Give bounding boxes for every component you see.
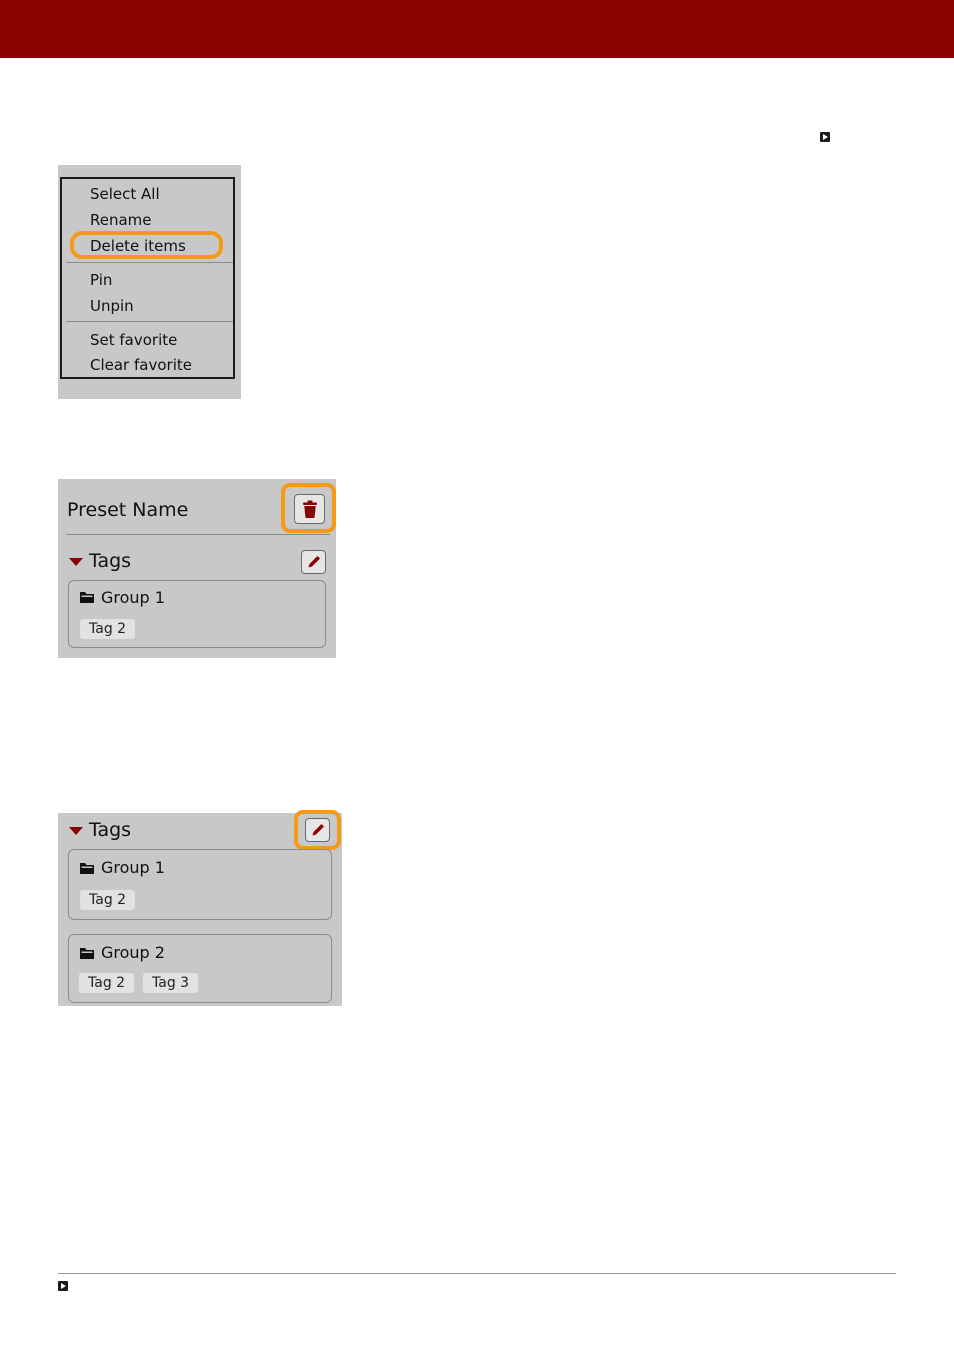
divider [66, 534, 330, 535]
menu-item-select-all[interactable]: Select All [90, 185, 160, 203]
menu-separator [66, 321, 233, 322]
preset-details-panel: Preset Name Tags Group 1 Tag 2 [58, 479, 336, 658]
menu-item-pin[interactable]: Pin [90, 271, 113, 289]
edit-tags-button[interactable] [305, 818, 330, 842]
tag-chip[interactable]: Tag 2 [80, 890, 136, 910]
tag-chip[interactable]: Tag 2 [80, 619, 136, 639]
group-name: Group 2 [101, 943, 165, 962]
edit-tags-button[interactable] [301, 550, 326, 574]
footer-rule [58, 1273, 896, 1274]
menu-item-set-favorite[interactable]: Set favorite [90, 331, 178, 349]
highlight-ring [294, 810, 341, 850]
menu-item-delete-items[interactable]: Delete items [90, 237, 186, 255]
collapse-triangle-icon[interactable] [69, 558, 83, 566]
tag-chip[interactable]: Tag 2 [79, 973, 135, 993]
delete-preset-button[interactable] [294, 494, 325, 524]
group-name: Group 1 [101, 588, 165, 607]
tags-section-title: Tags [89, 819, 132, 841]
menu-item-clear-favorite[interactable]: Clear favorite [90, 356, 192, 374]
tag-chip[interactable]: Tag 3 [143, 973, 199, 993]
pencil-icon [312, 824, 324, 836]
tag-group: Group 2 Tag 2 Tag 3 [68, 934, 332, 1003]
tag-group: Group 1 Tag 2 [68, 580, 326, 648]
page-nav-icon[interactable] [820, 132, 830, 142]
folder-icon [80, 592, 94, 603]
footer-nav-icon[interactable] [58, 1281, 68, 1291]
preset-name: Preset Name [67, 499, 189, 521]
highlight-ring [70, 231, 223, 259]
menu-separator [66, 262, 233, 263]
pencil-icon [308, 556, 320, 568]
menu-item-rename[interactable]: Rename [90, 211, 152, 229]
highlight-ring [281, 483, 336, 533]
tag-group: Group 1 Tag 2 [68, 849, 332, 920]
context-menu-screenshot: Select All Rename Delete items Pin Unpin… [58, 165, 241, 399]
header-bar [0, 0, 954, 58]
tags-section-title: Tags [89, 550, 132, 572]
folder-icon [80, 948, 94, 959]
group-name: Group 1 [101, 858, 165, 877]
folder-icon [80, 863, 94, 874]
tags-panel: Tags Group 1 Tag 2 Group 2 Tag 2 Tag 3 [58, 810, 342, 1006]
context-menu: Select All Rename Delete items Pin Unpin… [60, 177, 235, 379]
menu-item-unpin[interactable]: Unpin [90, 297, 134, 315]
collapse-triangle-icon[interactable] [69, 827, 83, 835]
trash-icon [302, 500, 317, 518]
